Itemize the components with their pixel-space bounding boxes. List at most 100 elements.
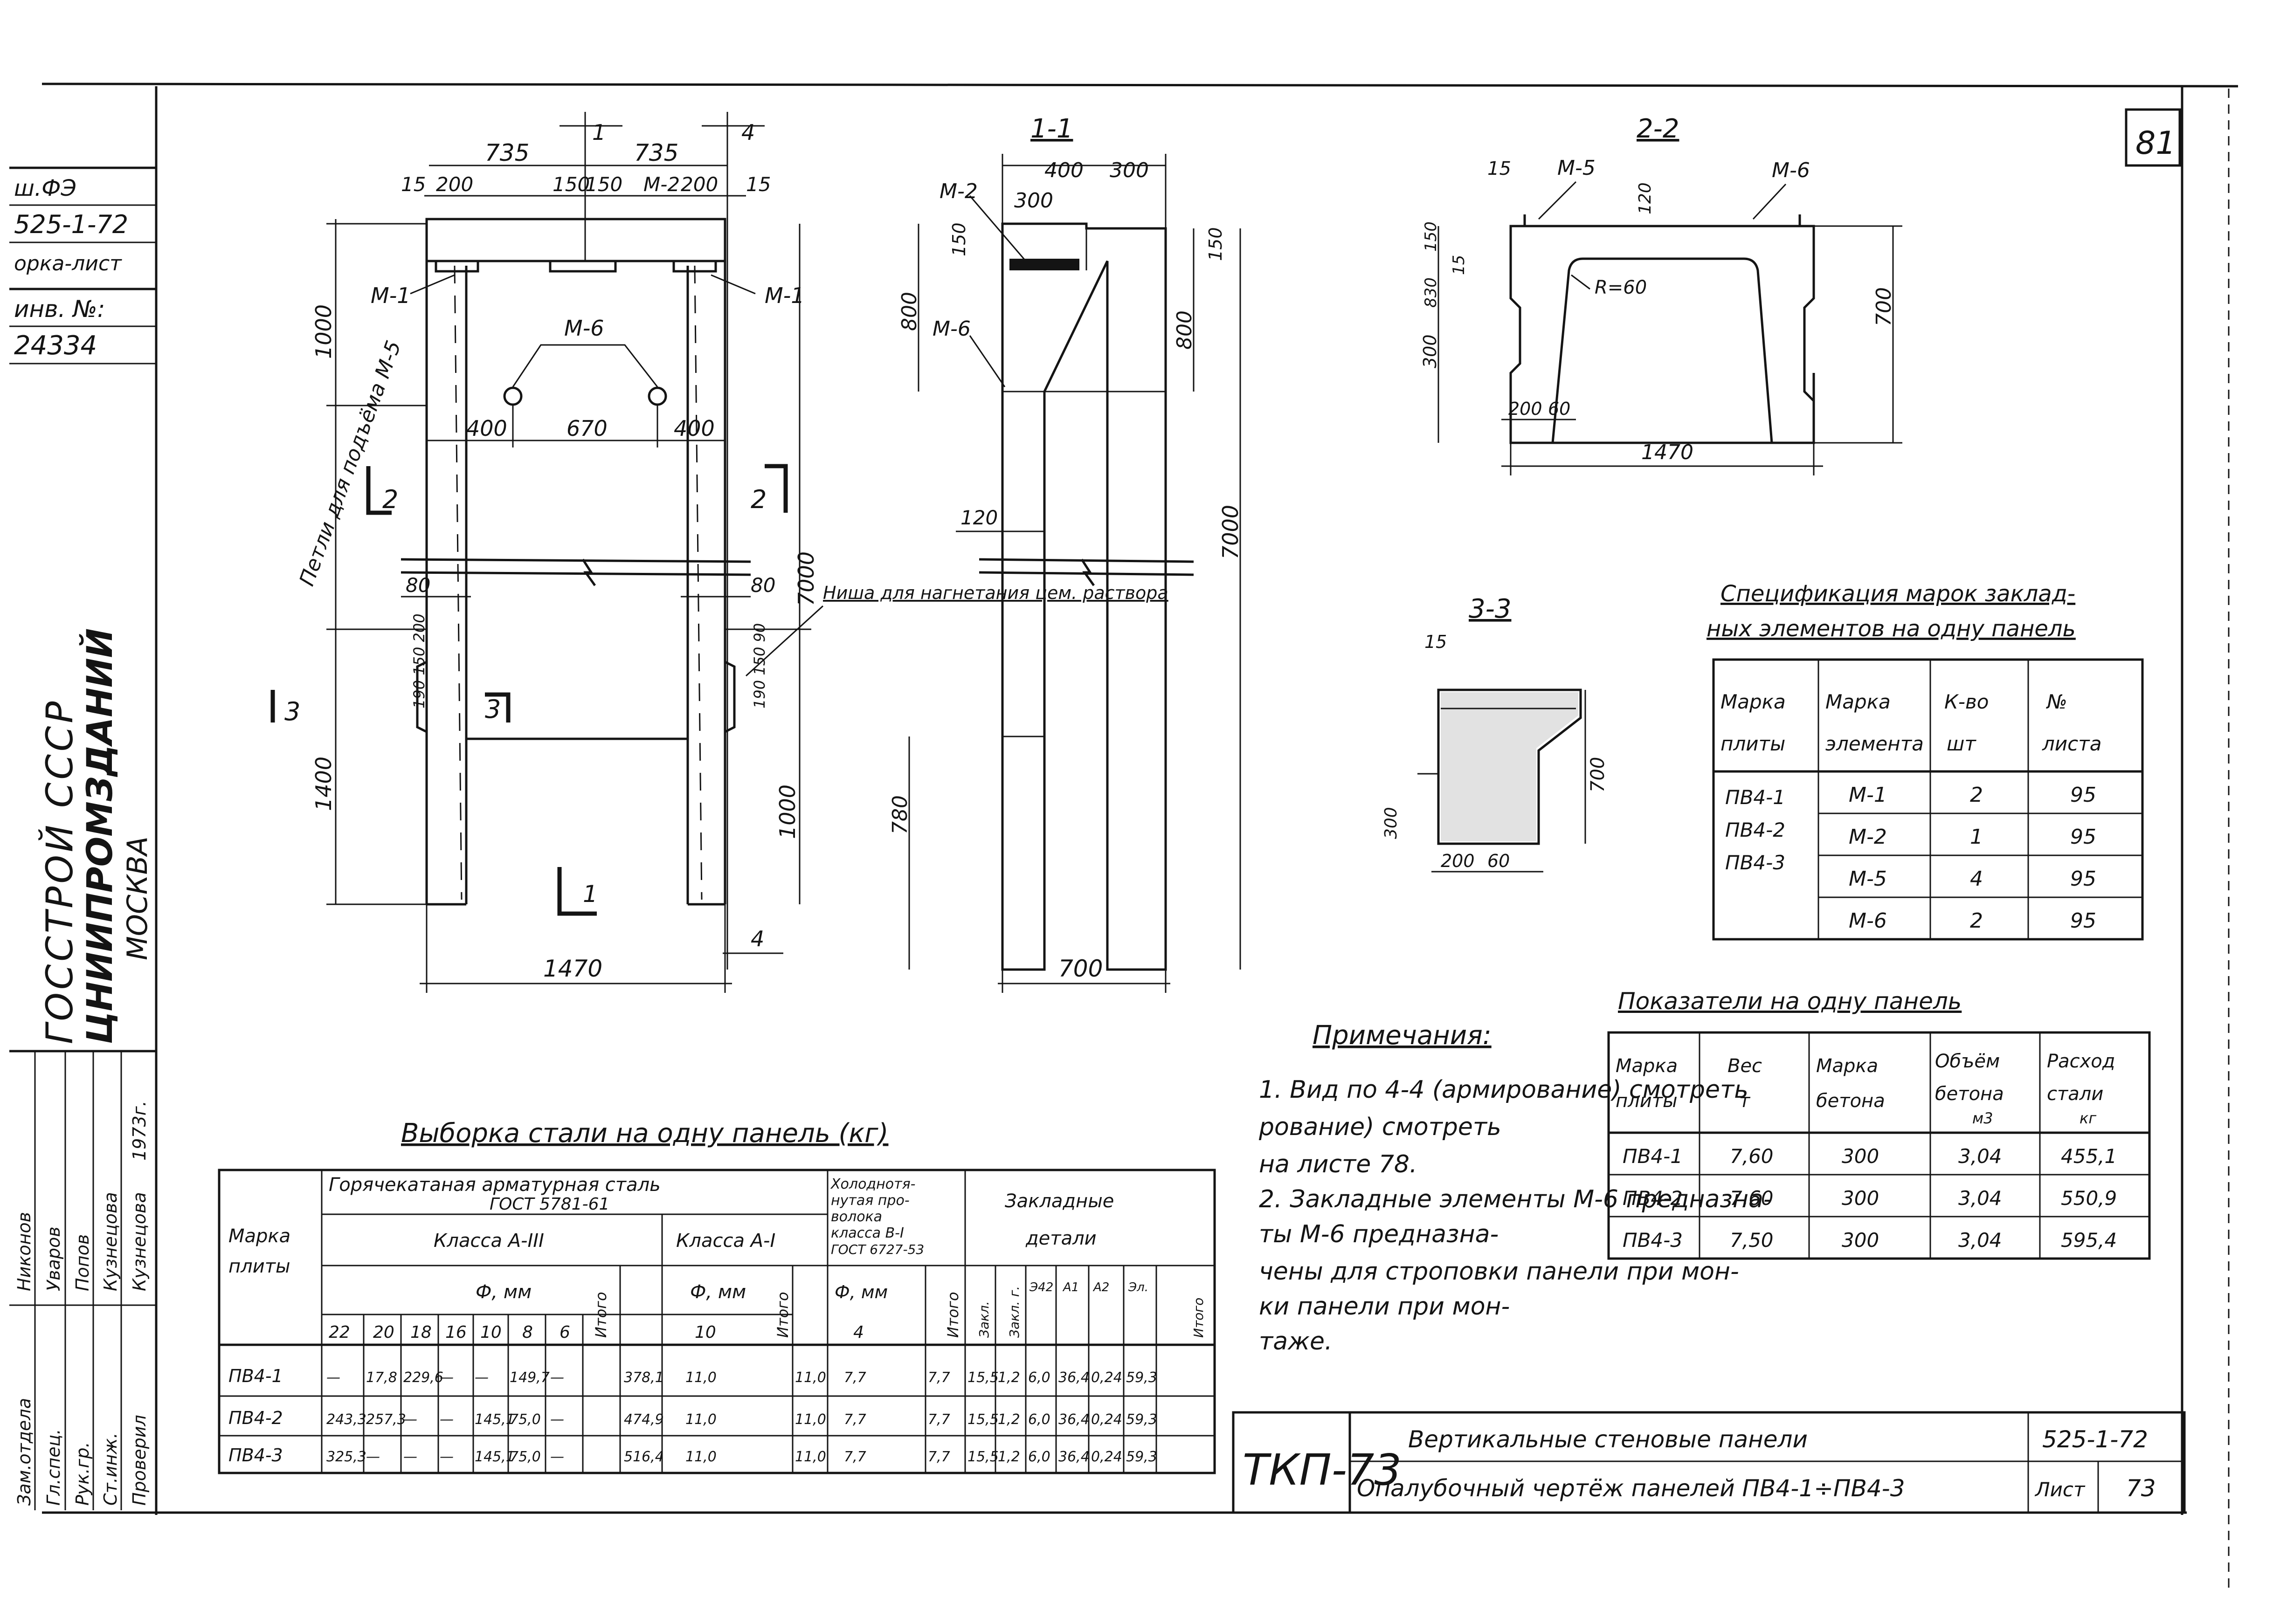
steel-cell-r1-c17: 36,4 [1058, 1369, 1090, 1386]
steel-cell-r2-c9: 474,9 [624, 1411, 664, 1428]
steel-cell-r3-c2: 325,3 [326, 1449, 366, 1465]
sig-role-2: Гл.спец. [43, 1429, 64, 1506]
steel-h-d8: 8 [522, 1323, 533, 1342]
steel-h-d10-a1: 10 [695, 1323, 716, 1342]
spec-h-qty-2: шт [1947, 732, 1976, 755]
ind-r2-volume: 3,04 [1958, 1187, 2002, 1210]
s22-dim-830: 830 [1422, 277, 1440, 308]
s11-marker-m6: М-6 [933, 317, 971, 341]
strip-inv-number: 24334 [14, 330, 97, 361]
spec-r1-qty: 2 [1970, 783, 1983, 807]
steel-cell-r2-c17: 36,4 [1058, 1411, 1090, 1428]
fv-top-dim-1: 735 [485, 139, 529, 166]
spec-r3-sheet: 95 [2070, 867, 2096, 891]
steel-h-emb-c6: Эл. [1128, 1280, 1148, 1294]
ind-h-weight-2: т [1739, 1090, 1751, 1112]
s11-dim-780: 780 [888, 795, 912, 834]
s33-dim-300: 300 [1382, 807, 1401, 839]
s33-dim-200: 200 [1441, 851, 1475, 871]
strip-code: ш.ФЭ [14, 175, 76, 201]
ind-h-concrete: Марка [1816, 1055, 1878, 1077]
s11-dim-800-right: 800 [1173, 310, 1196, 350]
s11-dim-7000: 7000 [1218, 505, 1243, 559]
sig-name-4: Кузнецова [100, 1192, 121, 1291]
sig-name-2: Уваров [43, 1226, 64, 1291]
strip-sheet-label: орка-лист [14, 252, 122, 275]
title-block: ТКП-73 Вертикальные стеновые панели Опал… [1232, 1411, 2186, 1514]
ind-h-volume-3: м3 [1972, 1109, 1993, 1127]
steel-cell-r3-c18: 0,24 [1091, 1449, 1122, 1465]
steel-h-d18: 18 [410, 1323, 432, 1342]
s22-marker-m6: М-6 [1772, 158, 1810, 182]
steel-cell-r3-c10: 11,0 [685, 1449, 717, 1465]
section-3-3: 3-3 15 300 200 60 700 [1382, 594, 1609, 873]
s11-dim-300: 300 [1014, 189, 1053, 213]
steel-cell-r3-c15: 1,2 [998, 1449, 1020, 1465]
spec-title-1: Спецификация марок заклад- [1720, 581, 2075, 607]
s22-dim-1470: 1470 [1641, 440, 1693, 464]
steel-cell-r3-c5: — [440, 1449, 454, 1465]
notes-title: Примечания: [1313, 1020, 1492, 1051]
steel-h-emb-c3: Э42 [1029, 1280, 1053, 1294]
steel-h-emb-c1: Закл. [976, 1301, 992, 1338]
s11-dim-120: 120 [960, 506, 998, 529]
steel-cell-r3-c3: — [366, 1449, 380, 1465]
steel-h-d22: 22 [329, 1323, 350, 1342]
ind-r1-plate: ПВ4-1 [1623, 1145, 1683, 1168]
steel-cell-r1-c13: 7,7 [928, 1369, 950, 1386]
fv-sec-2-left: 2 [382, 485, 398, 514]
tb-sheet-num: 73 [2126, 1475, 2156, 1502]
s22-dim-200: 200 [1508, 399, 1542, 419]
ind-r2-plate: ПВ4-2 [1623, 1187, 1683, 1210]
note-line-4: чены для строповки панели при мон- [1259, 1258, 1739, 1286]
ind-h-volume: Объём [1935, 1051, 2000, 1072]
sig-role-3: Рук.гр. [72, 1442, 93, 1506]
sig-role-1: Зам.отдела [14, 1398, 35, 1506]
steel-cell-r1-c14: 15,5 [967, 1369, 999, 1386]
steel-h-cold-4: класса В-I [831, 1225, 904, 1241]
steel-cell-r3-c1: ПВ4-3 [228, 1445, 283, 1466]
steel-h-d4: 4 [853, 1323, 864, 1342]
s22-dim-150: 150 [1422, 221, 1440, 252]
note-line-3: 2. Закладные элементы М-6 предназна- [1259, 1185, 1772, 1213]
fv-sec-3-inner: 3 [485, 695, 501, 724]
s11-dim-700: 700 [1058, 955, 1103, 982]
note-line-2: на листе 78. [1259, 1150, 1417, 1178]
fv-dim-200b: 200 [681, 173, 718, 196]
s22-dim-300: 300 [1420, 334, 1440, 368]
steel-cell-r1-c8: — [550, 1369, 564, 1386]
spec-r2-qty: 1 [1970, 825, 1983, 849]
fv-hole-dim-3: 400 [674, 416, 715, 441]
spec-r1-sheet: 95 [2070, 783, 2096, 807]
steel-cell-r1-c2: — [326, 1369, 340, 1386]
sig-role-4: Ст.инж. [100, 1432, 121, 1506]
ind-h-volume-2: бетона [1935, 1083, 2004, 1105]
notes: Примечания: 1. Вид по 4-4 (армирование) … [1258, 1020, 1772, 1356]
steel-title: Выборка стали на одну панель (кг) [401, 1118, 888, 1149]
steel-h-total-a1: Итого [774, 1292, 792, 1338]
steel-cell-r3-c6: 145,1 [475, 1449, 515, 1465]
fv-sec-mark-4-top: 4 [741, 120, 755, 145]
steel-cell-r1-c11: 11,0 [795, 1369, 826, 1386]
s11-dim-400: 400 [1044, 158, 1084, 182]
steel-cell-r1-c9: 378,1 [624, 1369, 664, 1386]
fv-note-niche: Ниша для нагнетания цем. раствора [823, 583, 1168, 603]
steel-cell-r1-c3: 17,8 [366, 1369, 397, 1386]
steel-h-diam-a3: Ф, мм [476, 1281, 532, 1303]
fv-left-dim-1400: 1400 [311, 757, 336, 811]
steel-cell-r2-c15: 1,2 [998, 1411, 1020, 1428]
spec-r4-elem: М-6 [1849, 909, 1887, 933]
spec-h-elem: Марка [1825, 690, 1891, 713]
ind-r3-volume: 3,04 [1958, 1229, 2002, 1252]
spec-plate-1: ПВ4-1 [1725, 786, 1785, 809]
org-line-3: МОСКВА [121, 836, 154, 960]
sheet-number: 81 [2135, 125, 2176, 162]
s33-dim-15: 15 [1424, 632, 1447, 652]
tb-line-2: Опалубочный чертёж панелей ПВ4-1÷ПВ4-3 [1357, 1475, 1905, 1502]
steel-h-plate-2: плиты [228, 1256, 290, 1277]
steel-cell-r1-c12: 7,7 [844, 1369, 866, 1386]
indicators-table: Показатели на одну панель Марка плиты Ве… [1607, 988, 2151, 1260]
steel-h-d16: 16 [445, 1323, 467, 1342]
ind-r2-concrete: 300 [1842, 1187, 1879, 1210]
